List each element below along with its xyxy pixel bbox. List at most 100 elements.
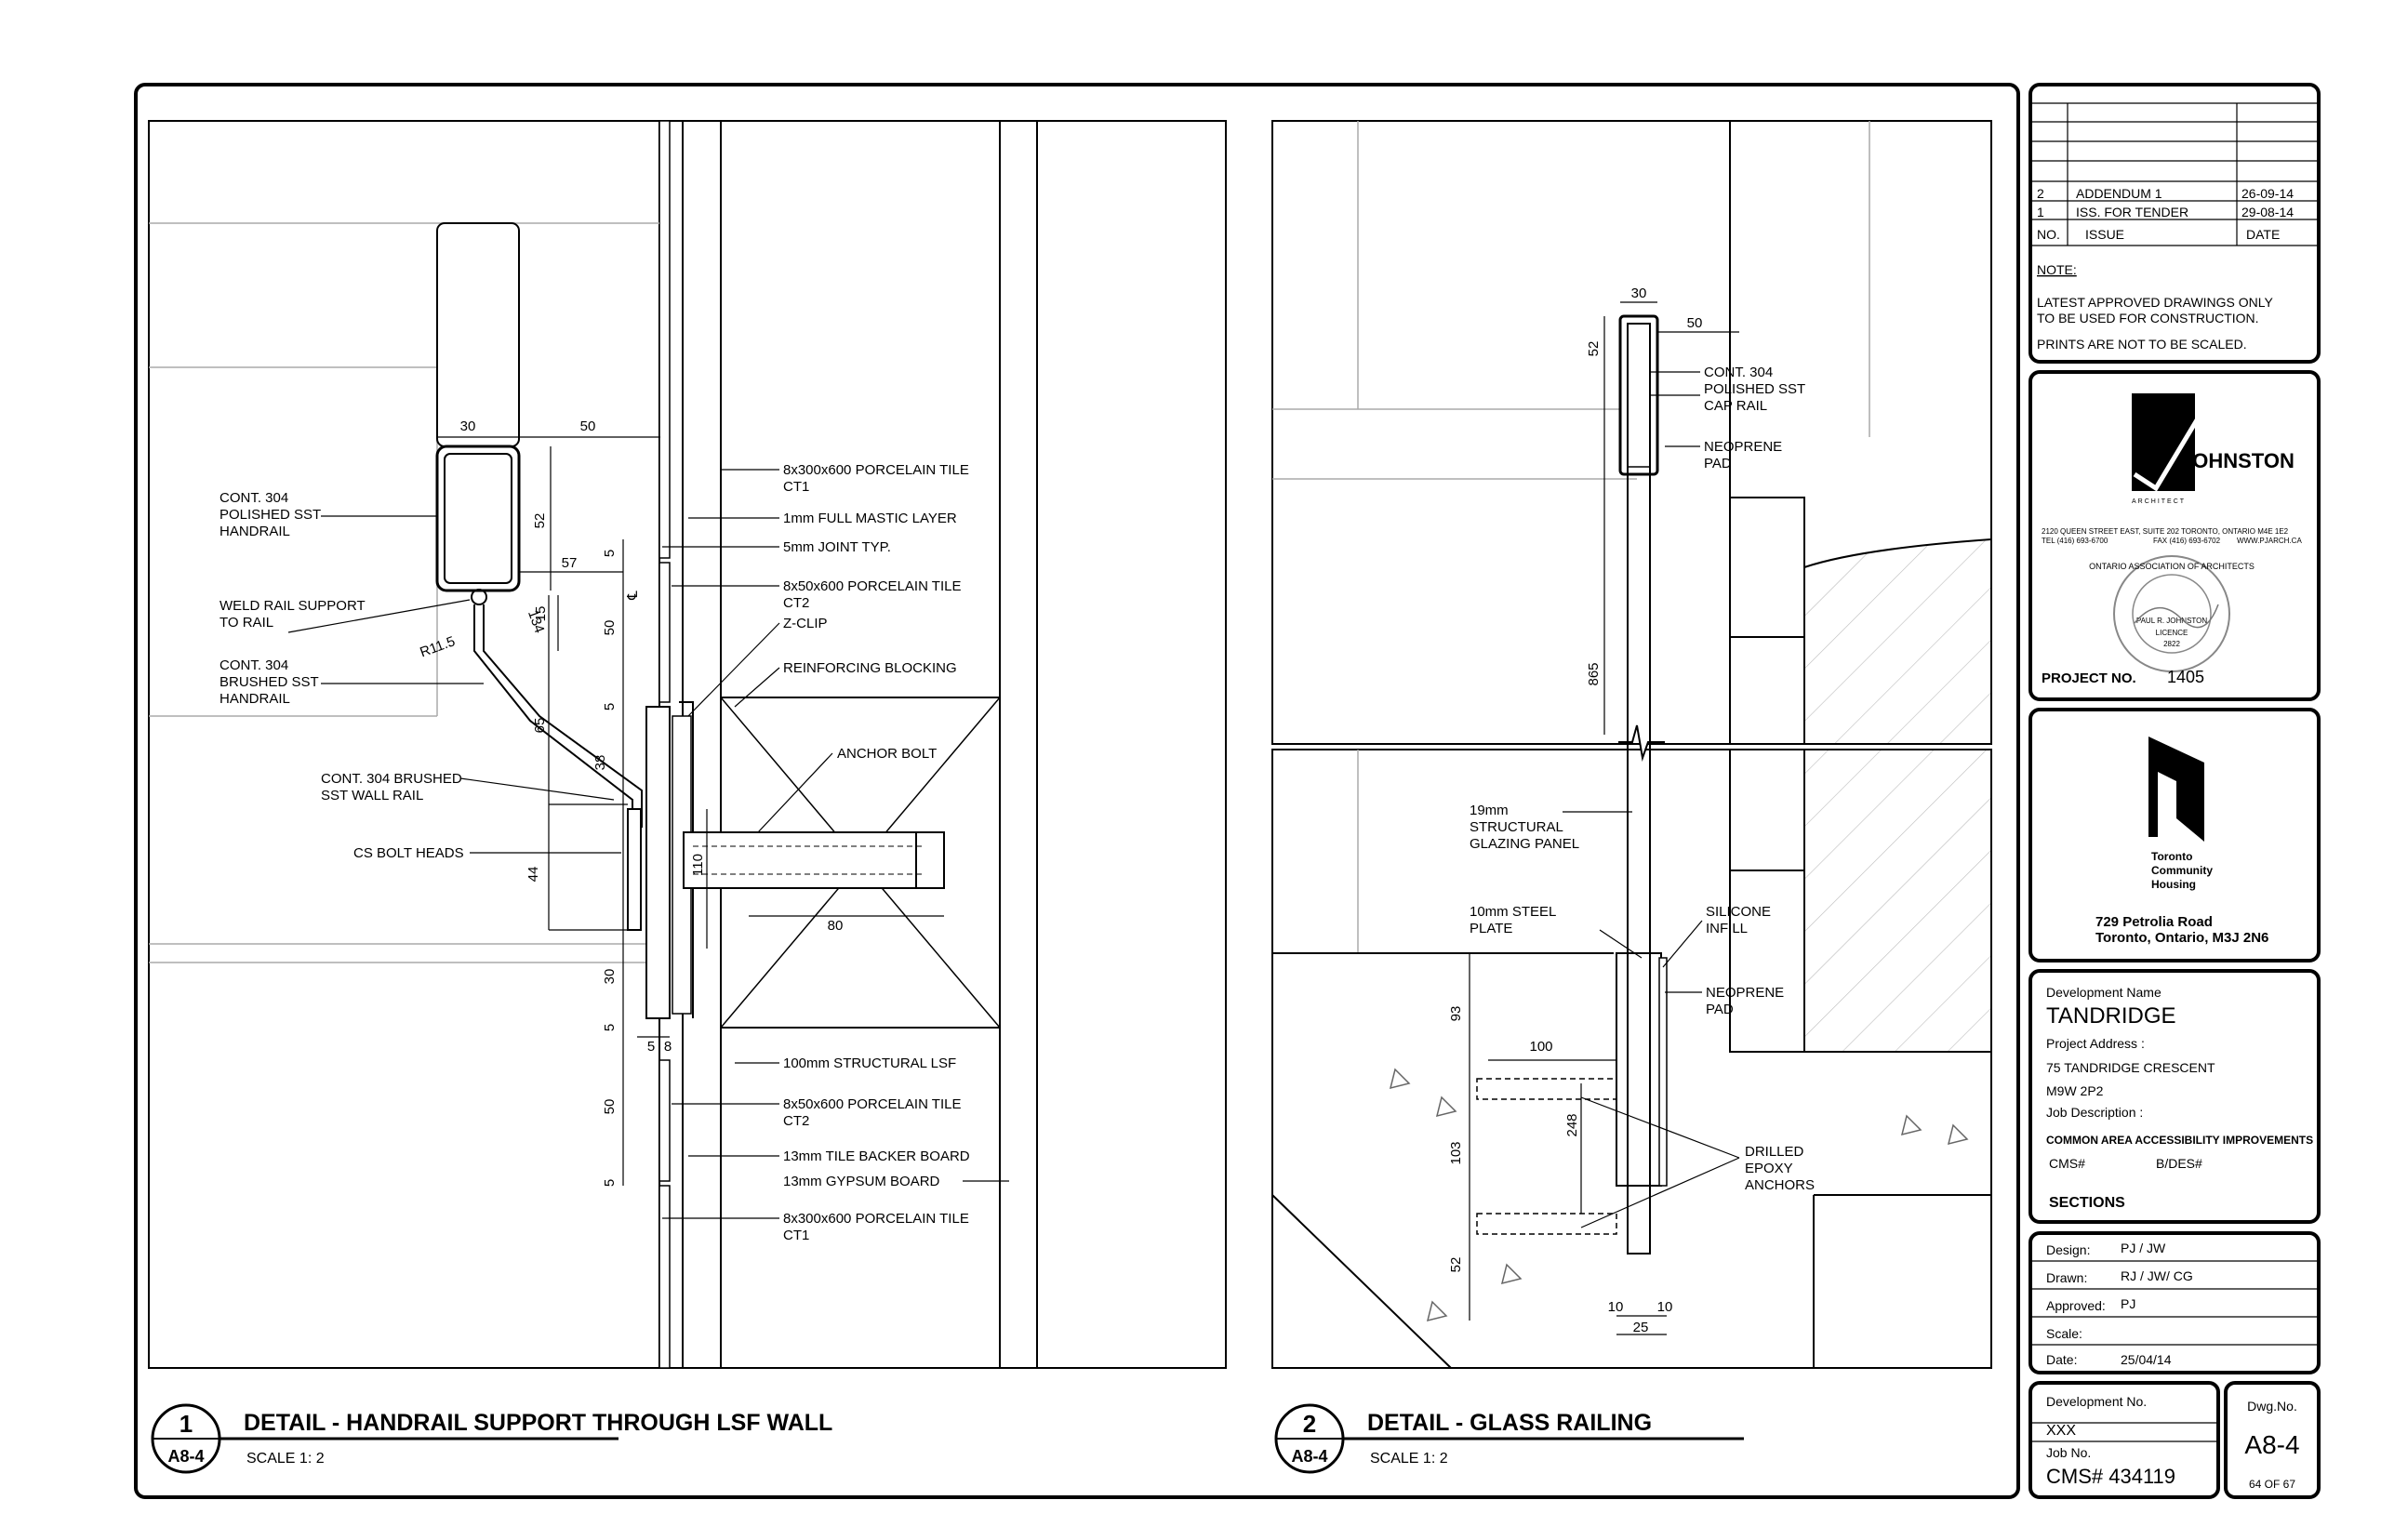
- detail-2-upper-frame: [1271, 120, 1992, 745]
- project-no: 1405: [2167, 668, 2204, 686]
- address-label: Project Address :: [2046, 1036, 2145, 1051]
- dim2-103: 103: [1448, 1141, 1464, 1164]
- rev-1-issue: ADDENDUM 1: [2076, 186, 2162, 201]
- rev-1-date: 26-09-14: [2241, 186, 2294, 201]
- approved-label: Approved:: [2046, 1298, 2106, 1313]
- design-value: PJ / JW: [2121, 1241, 2166, 1255]
- architect-tel: TEL (416) 693-6700: [2042, 537, 2108, 545]
- label-tile1-2: CT1: [783, 479, 809, 495]
- job-desc: COMMON AREA ACCESSIBILITY IMPROVEMENTS: [2046, 1134, 2313, 1147]
- rev-2-no: 1: [2037, 205, 2044, 219]
- dim-44: 44: [525, 867, 541, 883]
- architect-seal: [2113, 555, 2230, 672]
- dev-name: TANDRIDGE: [2046, 1003, 2176, 1029]
- label-gypsum: 13mm GYPSUM BOARD: [783, 1174, 940, 1189]
- dim-30b: 30: [602, 969, 618, 985]
- label-tile4-1: 8x300x600 PORCELAIN TILE: [783, 1211, 969, 1227]
- anchor-bolt: [683, 831, 945, 889]
- note-line-3: PRINTS ARE NOT TO BE SCALED.: [2037, 337, 2247, 352]
- wall-bracket: [627, 808, 642, 931]
- note-label: NOTE:: [2037, 262, 2077, 277]
- client-name-2: Community: [2151, 864, 2213, 877]
- sheet-border: [134, 83, 2020, 1499]
- dim2-25: 25: [1633, 1320, 1649, 1335]
- rev-header-issue: ISSUE: [2085, 227, 2124, 242]
- job-number-box: [2029, 1381, 2220, 1499]
- date-value: 25/04/14: [2121, 1352, 2172, 1367]
- address-line-2: M9W 2P2: [2046, 1083, 2104, 1098]
- rev-header-date: DATE: [2246, 227, 2280, 242]
- dwg-no: A8-4: [2244, 1430, 2299, 1459]
- dim2-52: 52: [1586, 341, 1602, 357]
- dim-15: 15: [533, 606, 549, 622]
- detail-1-drawing: 30 50 52 57 5 15 134 50 ℄ R11.5 5 65 38 …: [148, 120, 1227, 1369]
- label2-cap-1: CONT. 304: [1704, 365, 1773, 380]
- label-tile2-2: CT2: [783, 595, 809, 611]
- dim-65: 65: [532, 718, 548, 734]
- dim-50c: 50: [602, 1099, 618, 1115]
- label-brushed-1: CONT. 304: [219, 657, 288, 673]
- seal-name: PAUL R. JOHNSTON: [2136, 617, 2208, 625]
- label-zclip: Z-CLIP: [783, 616, 828, 631]
- label-tile1-1: 8x300x600 PORCELAIN TILE: [783, 462, 969, 478]
- dim2-50: 50: [1687, 315, 1703, 331]
- dim-5a: 5: [602, 550, 618, 557]
- dim-50: 50: [580, 418, 596, 434]
- note-line-1: LATEST APPROVED DRAWINGS ONLY: [2037, 295, 2274, 310]
- label2-pad1-2: PAD: [1704, 456, 1732, 471]
- architect-logo-text: JOHNSTON: [2181, 449, 2295, 472]
- seal-licence: LICENCE: [2156, 629, 2188, 637]
- architect-fax: FAX (416) 693-6702: [2153, 537, 2221, 545]
- client-address-1: 729 Petrolia Road: [2095, 914, 2213, 930]
- architect-tag: ARCHITECT: [2132, 498, 2186, 505]
- label2-anchors-2: EPOXY: [1745, 1161, 1793, 1176]
- cms-label: CMS#: [2049, 1156, 2085, 1171]
- label-tile3-2: CT2: [783, 1113, 809, 1129]
- label-joint: 5mm JOINT TYP.: [783, 539, 891, 555]
- label-mastic: 1mm FULL MASTIC LAYER: [783, 511, 957, 526]
- label2-pad1-1: NEOPRENE: [1704, 439, 1782, 455]
- label-bolt-heads: CS BOLT HEADS: [353, 845, 464, 861]
- dim-5e: 5: [602, 1179, 618, 1187]
- detail-1-scale: SCALE 1: 2: [246, 1451, 325, 1467]
- glass-panel: [1627, 323, 1651, 1255]
- centerline-symbol: ℄: [625, 591, 641, 601]
- label2-anchors-3: ANCHORS: [1745, 1177, 1815, 1193]
- dim-30: 30: [460, 418, 476, 434]
- label2-pad2-2: PAD: [1706, 1002, 1734, 1017]
- architect-web: WWW.PJARCH.CA: [2237, 537, 2302, 545]
- drawn-value: RJ / JW/ CG: [2121, 1268, 2193, 1283]
- project-info-box: [2029, 969, 2321, 1224]
- rev-header-no: NO.: [2037, 227, 2060, 242]
- label2-cap-2: POLISHED SST: [1704, 381, 1805, 397]
- approved-value: PJ: [2121, 1296, 2135, 1311]
- label2-glazing-1: 19mm: [1470, 803, 1509, 818]
- job-desc-label: Job Description :: [2046, 1105, 2143, 1120]
- note-line-2: TO BE USED FOR CONSTRUCTION.: [2037, 311, 2259, 325]
- dim2-865: 865: [1586, 662, 1602, 685]
- dim-5d: 5: [647, 1039, 655, 1055]
- title-block: 2 ADDENDUM 1 26-09-14 1 ISS. FOR TENDER …: [2029, 83, 2321, 1499]
- detail-1-number: 1: [180, 1410, 193, 1438]
- client-box: [2029, 708, 2321, 962]
- detail-2-lower-frame: [1271, 749, 1992, 1369]
- dim-52: 52: [532, 513, 548, 529]
- sheet-count: 64 OF 67: [2249, 1478, 2295, 1491]
- label2-glazing-3: GLAZING PANEL: [1470, 836, 1579, 852]
- date-label: Date:: [2046, 1352, 2077, 1367]
- label2-silicone-1: SILICONE: [1706, 904, 1771, 920]
- label-handrail-2: POLISHED SST: [219, 507, 321, 523]
- dev-no-label: Development No.: [2046, 1394, 2147, 1409]
- sheet-title: SECTIONS: [2049, 1195, 2125, 1211]
- dim-110: 110: [690, 854, 706, 876]
- detail-2-scale: SCALE 1: 2: [1370, 1451, 1448, 1467]
- dim2-10b: 10: [1657, 1299, 1673, 1315]
- label-backer: 13mm TILE BACKER BOARD: [783, 1148, 970, 1164]
- client-name-3: Housing: [2151, 878, 2196, 891]
- label2-plate-2: PLATE: [1470, 921, 1512, 936]
- detail-1-sheet-ref: A8-4: [167, 1447, 204, 1466]
- dim-8: 8: [664, 1039, 672, 1055]
- dev-no: XXX: [2046, 1423, 2076, 1439]
- dim2-100: 100: [1529, 1039, 1552, 1055]
